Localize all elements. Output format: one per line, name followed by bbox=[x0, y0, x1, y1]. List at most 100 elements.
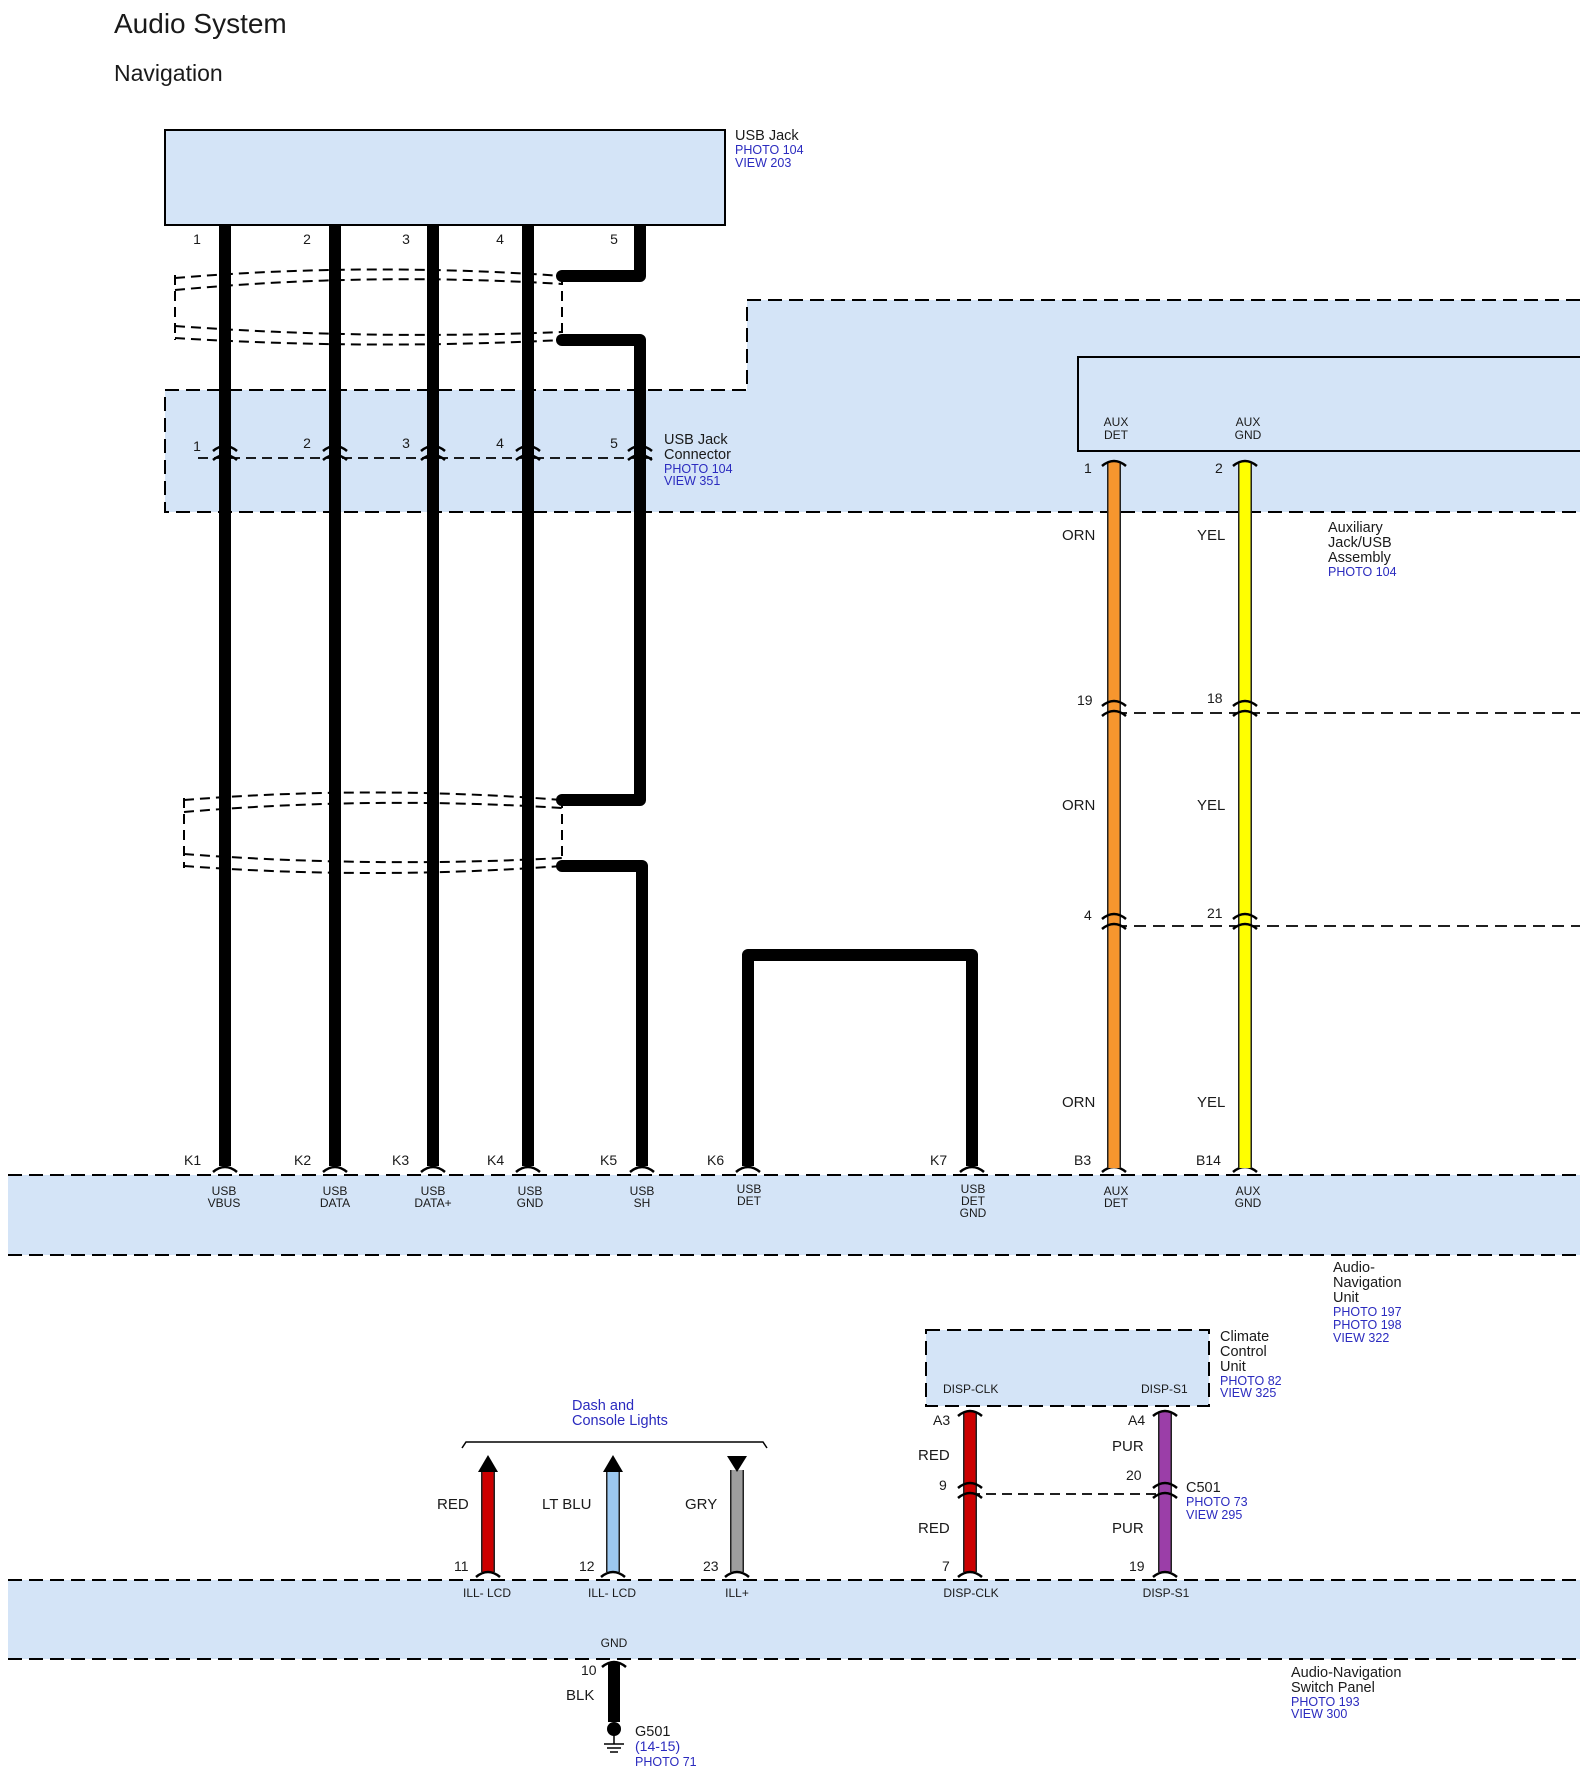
audio-nav-pin: K5 bbox=[600, 1152, 617, 1168]
aux-wires bbox=[1107, 462, 1252, 1168]
audio-nav-terminal: USB bbox=[323, 1184, 348, 1198]
usb-jack-pin: 5 bbox=[610, 231, 618, 247]
wire-color-label: PUR bbox=[1112, 1520, 1144, 1537]
usb-jack-pin-labels: 1 2 3 4 5 bbox=[193, 231, 618, 247]
c501-pin: 9 bbox=[939, 1477, 947, 1493]
usb-connector-pin-labels: 1 2 3 4 5 bbox=[193, 435, 618, 454]
page-title: Audio System bbox=[114, 8, 287, 39]
usb-connector-view-ref: VIEW 351 bbox=[664, 474, 720, 488]
aux-assembly-label: Auxiliary bbox=[1328, 520, 1384, 536]
shield-drain-dots bbox=[556, 270, 568, 872]
audio-nav-pin: K1 bbox=[184, 1152, 201, 1168]
wire-usb-shield-main bbox=[562, 334, 646, 806]
switch-panel-pin: 19 bbox=[1129, 1558, 1145, 1574]
usb-connector-label: USB Jack bbox=[664, 432, 728, 448]
audio-nav-terminal: USB bbox=[737, 1182, 762, 1196]
usb-jack-label: USB Jack bbox=[735, 128, 799, 144]
wire-color-label: YEL bbox=[1197, 1094, 1225, 1111]
arrow-down-icon bbox=[727, 1456, 747, 1472]
switch-panel-band bbox=[8, 1580, 1580, 1659]
wire-color-label: ORN bbox=[1062, 527, 1095, 544]
climate-hooks bbox=[957, 1409, 1178, 1578]
wire-color-label: YEL bbox=[1197, 527, 1225, 544]
wire-color-label: YEL bbox=[1197, 797, 1225, 814]
audio-nav-terminal: GND bbox=[960, 1206, 987, 1220]
climate-unit-photo-ref: PHOTO 82 bbox=[1220, 1374, 1282, 1388]
audio-nav-terminal: DET bbox=[737, 1194, 762, 1208]
usb-connector-pin: 4 bbox=[496, 435, 504, 451]
audio-nav-terminal: GND bbox=[517, 1196, 544, 1210]
audio-nav-terminal: USB bbox=[212, 1184, 237, 1198]
usb-jack-pin: 4 bbox=[496, 231, 504, 247]
aux-terminal: DET bbox=[1104, 428, 1129, 442]
switch-panel-label: Audio-Navigation bbox=[1291, 1665, 1401, 1681]
audio-nav-unit-photo-ref: PHOTO 198 bbox=[1333, 1318, 1402, 1332]
ground-photo-ref: PHOTO 71 bbox=[635, 1755, 697, 1769]
audio-nav-pin: K2 bbox=[294, 1152, 311, 1168]
usb-shield-lower bbox=[183, 791, 563, 874]
wire-usb-det-loop bbox=[742, 949, 978, 1166]
audio-nav-terminal: AUX bbox=[1236, 1184, 1261, 1198]
climate-unit-label: Control bbox=[1220, 1344, 1267, 1360]
aux-connector-hooks bbox=[1101, 459, 1258, 930]
wire-color-label: RED bbox=[918, 1520, 950, 1537]
audio-nav-terminal-caps bbox=[212, 1165, 1258, 1173]
switch-panel-pin: 7 bbox=[942, 1558, 950, 1574]
wire-color-label: LT BLU bbox=[542, 1496, 591, 1513]
wire-usb-shield-jack bbox=[562, 225, 646, 282]
aux-assembly-terminals: AUX DET AUX GND bbox=[1104, 415, 1262, 442]
climate-terminal: DISP-CLK bbox=[943, 1382, 998, 1396]
audio-nav-terminal: SH bbox=[634, 1196, 651, 1210]
aux-assembly-box bbox=[1077, 356, 1580, 452]
aux-assembly-label: Jack/USB bbox=[1328, 535, 1392, 551]
usb-jack-photo-ref: PHOTO 104 bbox=[735, 143, 804, 157]
gnd-terminal-hook bbox=[601, 1660, 627, 1668]
audio-nav-terminal: DET bbox=[1104, 1196, 1129, 1210]
arrow-up-icon bbox=[478, 1455, 498, 1472]
climate-unit-view-ref: VIEW 325 bbox=[1220, 1386, 1276, 1400]
dash-light-wires bbox=[478, 1455, 747, 1572]
climate-pin: A4 bbox=[1128, 1412, 1145, 1428]
usb-connector-pin: 5 bbox=[610, 435, 618, 451]
switch-panel-label: Switch Panel bbox=[1291, 1680, 1375, 1696]
wire-color-label: GRY bbox=[685, 1496, 717, 1513]
switch-panel-view-ref: VIEW 300 bbox=[1291, 1707, 1347, 1721]
usb-jack-box bbox=[164, 129, 726, 226]
c501-label: C501 bbox=[1186, 1480, 1221, 1496]
usb-connector-pin: 3 bbox=[402, 435, 410, 451]
usb-connector-hooks bbox=[212, 444, 653, 461]
aux-pin-label: 18 bbox=[1207, 690, 1223, 706]
audio-nav-unit-label: Navigation bbox=[1333, 1275, 1402, 1291]
audio-nav-unit-terminals: USB VBUS USB DATA USB DATA+ USB GND USB … bbox=[208, 1182, 1262, 1220]
wire-color-label: ORN bbox=[1062, 797, 1095, 814]
wire-color-label: RED bbox=[437, 1496, 469, 1513]
audio-nav-pin: K3 bbox=[392, 1152, 409, 1168]
page-subtitle: Navigation bbox=[114, 60, 223, 86]
audio-nav-terminal: AUX bbox=[1104, 1184, 1129, 1198]
usb-connector-label: Connector bbox=[664, 447, 731, 463]
audio-nav-unit-label: Audio- bbox=[1333, 1260, 1375, 1276]
aux-pin-label: 4 bbox=[1084, 907, 1092, 923]
audio-nav-pin: B3 bbox=[1074, 1152, 1091, 1168]
aux-assembly-pin: 1 bbox=[1084, 460, 1092, 476]
audio-nav-terminal: DATA+ bbox=[414, 1196, 451, 1210]
audio-nav-terminal: USB bbox=[961, 1182, 986, 1196]
audio-nav-terminal: USB bbox=[630, 1184, 655, 1198]
switch-panel-terminal: DISP-CLK bbox=[943, 1586, 998, 1600]
c501-view-ref: VIEW 295 bbox=[1186, 1508, 1242, 1522]
audio-nav-terminal: USB bbox=[421, 1184, 446, 1198]
usb-jack-pin: 3 bbox=[402, 231, 410, 247]
gnd-pin: 10 bbox=[581, 1662, 597, 1678]
usb-connector-pin: 1 bbox=[193, 438, 201, 454]
switch-panel-hooks bbox=[475, 1570, 750, 1578]
c501-photo-ref: PHOTO 73 bbox=[1186, 1495, 1248, 1509]
audio-nav-terminal: USB bbox=[518, 1184, 543, 1198]
aux-terminal: AUX bbox=[1236, 415, 1261, 429]
c501-pin: 20 bbox=[1126, 1467, 1142, 1483]
climate-unit-label: Climate bbox=[1220, 1329, 1269, 1345]
dash-lights-label: Dash and bbox=[572, 1398, 634, 1414]
audio-nav-unit-photo-ref: PHOTO 197 bbox=[1333, 1305, 1402, 1319]
arrow-up-icon bbox=[603, 1455, 623, 1472]
aux-usb-assembly-outline bbox=[164, 299, 1580, 513]
audio-nav-terminal: GND bbox=[1235, 1196, 1262, 1210]
